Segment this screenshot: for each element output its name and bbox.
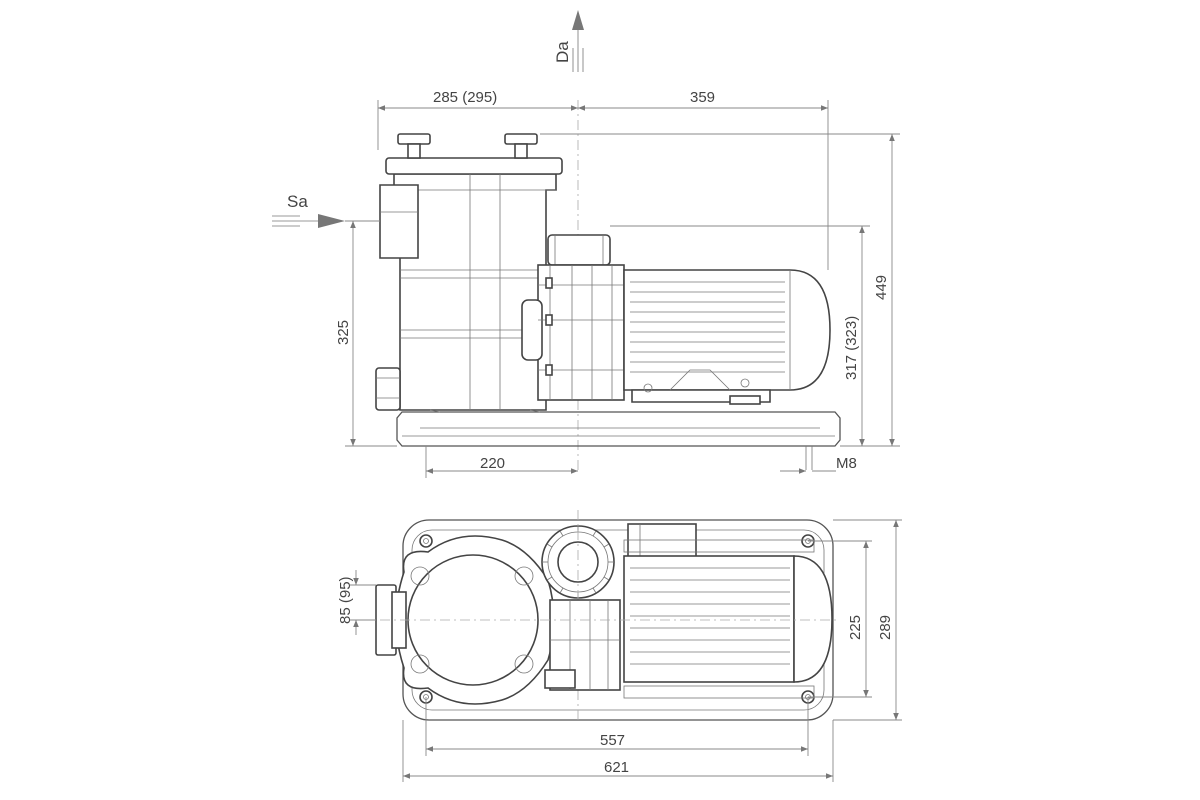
dim-total-height: 449 [873,275,890,300]
dim-base-offset: 220 [480,455,505,472]
motor-fins [630,281,785,373]
discharge-label: Da [553,41,572,63]
dim-bolt-spacing-depth: 225 [847,615,864,640]
top-view-dimensions [350,519,902,782]
discharge-arrow [572,10,584,72]
dim-bolt-spacing-length: 557 [600,732,625,749]
dim-bolt: M8 [836,455,857,472]
suction-label: Sa [287,192,308,211]
side-view-dimensions [345,100,900,478]
side-view [375,100,841,470]
dim-width-right: 359 [690,89,715,106]
dim-width-left: 285 (295) [433,89,497,106]
motor-fins-top [630,567,790,665]
suction-arrow [272,214,345,228]
dim-total-length: 621 [604,759,629,776]
dim-motor-shaft-height: 317 (323) [843,316,860,380]
dim-inlet-offset: 85 (95) [337,576,354,624]
dim-total-depth: 289 [877,615,894,640]
dim-inlet-height: 325 [335,320,352,345]
top-view [360,510,840,721]
